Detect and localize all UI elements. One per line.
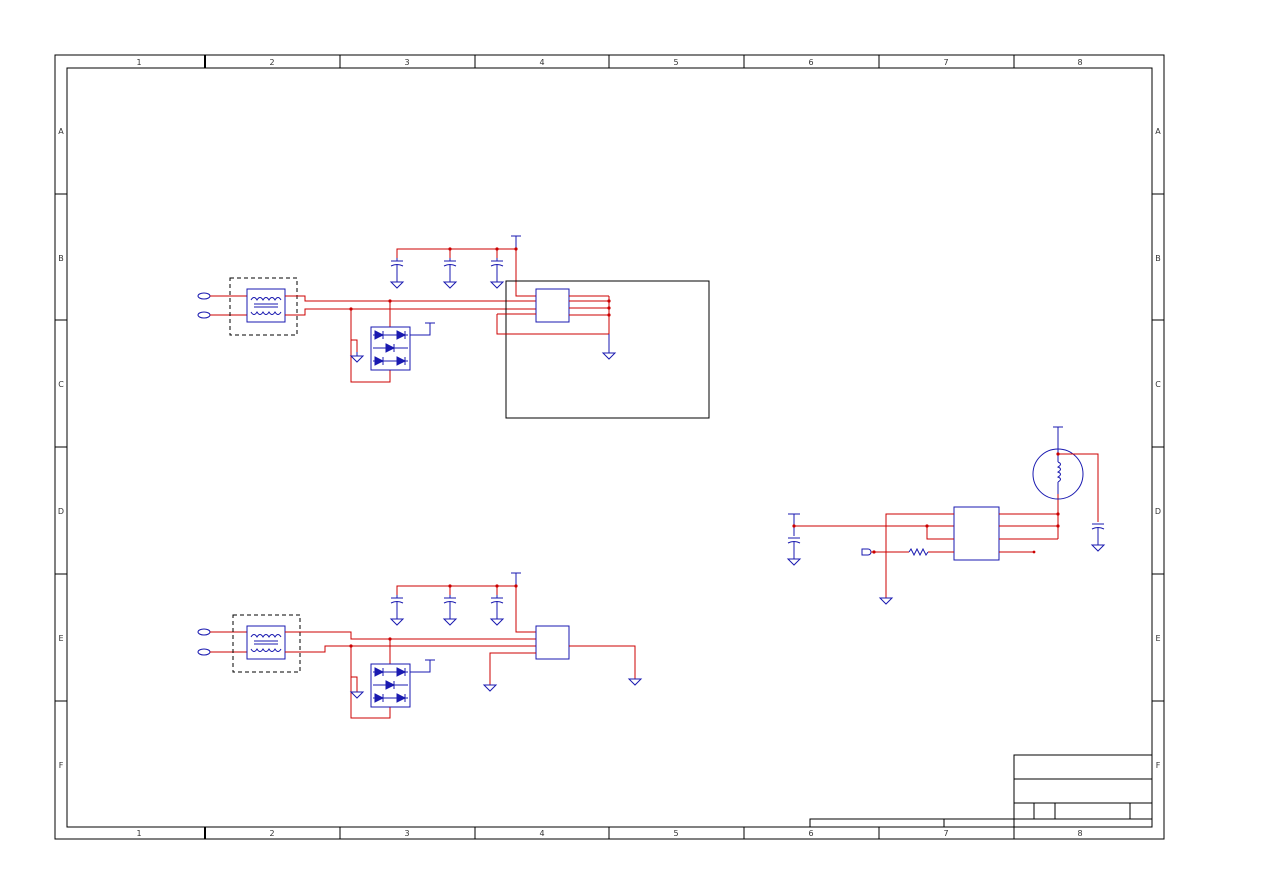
bridge-rectifier	[370, 663, 411, 708]
relay-circuit	[786, 426, 1106, 605]
capacitor	[442, 595, 458, 626]
row-label: D	[1155, 507, 1161, 516]
col-label: 4	[539, 829, 544, 838]
col-label: 7	[943, 829, 948, 838]
col-label: 5	[673, 58, 678, 67]
connector-terminal	[197, 648, 211, 656]
row-label: A	[1155, 127, 1161, 136]
col-label: 7	[943, 58, 948, 67]
module-outline	[505, 280, 710, 419]
power-circuit-1	[197, 235, 710, 419]
connector-terminal	[197, 292, 211, 300]
transformer-symbol	[246, 625, 286, 660]
driver-ic	[953, 506, 1000, 561]
col-label: 1	[136, 58, 141, 67]
row-label: E	[58, 634, 63, 643]
col-label: 2	[269, 829, 274, 838]
connector-terminal	[197, 628, 211, 636]
row-label: A	[58, 127, 64, 136]
col-label: 8	[1077, 58, 1082, 67]
row-label: F	[1156, 761, 1161, 770]
regulator-ic	[535, 625, 570, 660]
row-labels-right: A B C D E F	[1155, 127, 1161, 770]
capacitor	[389, 595, 405, 626]
row-label: E	[1155, 634, 1160, 643]
resistor	[908, 547, 929, 557]
col-label: 8	[1077, 829, 1082, 838]
capacitor	[489, 258, 505, 289]
regulator-ic	[535, 288, 570, 323]
capacitor	[442, 258, 458, 289]
bridge-rectifier	[370, 326, 411, 371]
col-label: 3	[404, 58, 409, 67]
capacitor	[489, 595, 505, 626]
column-labels-top: 1 2 3 4 5 6 7 8	[136, 58, 1082, 67]
col-label: 1	[136, 829, 141, 838]
transformer-symbol	[246, 288, 286, 323]
col-label: 2	[269, 58, 274, 67]
row-label: C	[1155, 380, 1161, 389]
title-block	[809, 754, 1153, 828]
column-labels-bottom: 1 2 3 4 5 6 7 8	[136, 829, 1082, 838]
col-label: 5	[673, 829, 678, 838]
column-dividers	[204, 55, 1015, 839]
row-label: B	[1155, 254, 1161, 263]
row-labels-left: A B C D E F	[58, 127, 64, 770]
col-label: 3	[404, 829, 409, 838]
col-label: 6	[808, 58, 813, 67]
connector-terminal	[197, 311, 211, 319]
row-label: F	[59, 761, 64, 770]
row-label: B	[58, 254, 64, 263]
inner-border	[66, 67, 1153, 828]
outer-border	[54, 54, 1165, 840]
capacitor	[389, 258, 405, 289]
shield-outline	[232, 614, 301, 673]
row-label: D	[58, 507, 64, 516]
col-label: 6	[808, 829, 813, 838]
row-dividers	[55, 193, 1164, 702]
col-label: 4	[539, 58, 544, 67]
row-label: C	[58, 380, 64, 389]
shield-outline	[229, 277, 298, 336]
power-circuit-2	[197, 572, 643, 719]
